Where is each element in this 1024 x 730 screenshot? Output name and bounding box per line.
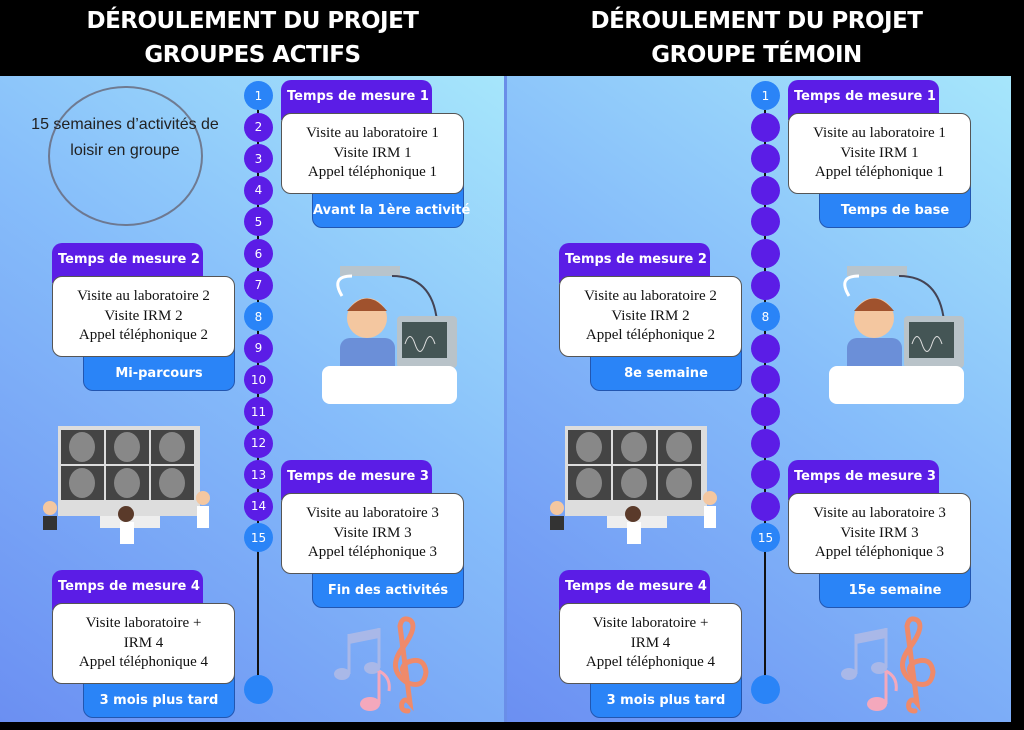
timeline-end-marker [244, 675, 273, 704]
eeg-patient-illustration [829, 266, 964, 406]
card-details: Visite au laboratoire 1 Visite IRM 1 Appel… [788, 113, 971, 194]
card-line: Appel téléphonique 2 [78, 327, 209, 343]
week-marker: 14 [244, 491, 273, 521]
week-marker [751, 365, 780, 395]
mri-screen-illustration [547, 426, 722, 556]
week-marker: 11 [244, 397, 273, 426]
week-marker: 7 [244, 270, 273, 300]
card-line: Visite IRM 3 [840, 524, 919, 541]
week-marker: 12 [244, 428, 273, 458]
card-line: Visite IRM 1 [840, 144, 919, 161]
week-marker: 8 [751, 302, 780, 332]
card-line: Appel téléphonique 1 [307, 164, 438, 180]
week-marker [751, 333, 780, 363]
week-marker [751, 207, 780, 237]
week-marker: 15 [751, 523, 780, 553]
week-marker: 6 [244, 239, 273, 268]
card-line: Appel téléphonique 3 [814, 544, 945, 560]
card-line: Visite laboratoire + [85, 615, 202, 631]
card-line: Visite au laboratoire 3 [813, 505, 946, 521]
week-marker: 1 [244, 81, 273, 110]
music-notes-icon [330, 616, 440, 716]
week-marker [751, 491, 780, 521]
week-marker [751, 428, 780, 458]
card-line: Appel téléphonique 4 [585, 654, 716, 670]
card-line: Appel téléphonique 2 [585, 327, 716, 343]
week-marker [751, 175, 780, 205]
eeg-patient-illustration [322, 266, 457, 406]
week-marker [751, 112, 780, 142]
panel-header: DÉROULEMENT DU PROJET GROUPE TÉMOIN [504, 0, 1009, 76]
timeline-panel: 15 semaines d’activités de loisir en gro… [0, 76, 504, 722]
card-details: Visite au laboratoire 3 Visite IRM 3 Appel… [281, 493, 464, 574]
week-marker [751, 460, 780, 490]
card-details: Visite au laboratoire 2 Visite IRM 2 Appel… [52, 276, 235, 357]
title-line-2: GROUPES ACTIFS [144, 42, 361, 68]
week-marker [751, 239, 780, 268]
card-line: Visite au laboratoire 3 [306, 505, 439, 521]
week-marker: 15 [244, 523, 273, 553]
card-line: IRM 4 [123, 634, 164, 651]
card-details: Visite au laboratoire 1 Visite IRM 1 Appel… [281, 113, 464, 194]
title-line-1: DÉROULEMENT DU PROJET [590, 8, 923, 34]
title-line-1: DÉROULEMENT DU PROJET [86, 8, 419, 34]
week-marker: 5 [244, 207, 273, 237]
week-marker: 4 [244, 175, 273, 205]
scribble-circle [48, 86, 203, 226]
card-line: Visite IRM 2 [104, 307, 183, 324]
timeline-end-marker [751, 675, 780, 704]
week-marker: 8 [244, 302, 273, 332]
card-line: Visite au laboratoire 1 [306, 125, 439, 141]
week-marker [751, 270, 780, 300]
card-line: IRM 4 [630, 634, 671, 651]
title-line-2: GROUPE TÉMOIN [651, 42, 862, 68]
week-marker [751, 144, 780, 174]
card-line: Appel téléphonique 3 [307, 544, 438, 560]
week-marker [751, 397, 780, 426]
card-line: Visite IRM 1 [333, 144, 412, 161]
mri-screen-illustration [40, 426, 215, 556]
panel-divider [504, 76, 507, 722]
card-line: Appel téléphonique 4 [78, 654, 209, 670]
card-line: Visite IRM 2 [611, 307, 690, 324]
week-marker: 1 [751, 81, 780, 110]
week-marker: 13 [244, 460, 273, 490]
card-details: Visite au laboratoire 3 Visite IRM 3 Appel… [788, 493, 971, 574]
week-marker: 3 [244, 144, 273, 174]
card-line: Visite au laboratoire 2 [584, 288, 717, 304]
week-marker: 9 [244, 333, 273, 363]
activity-duration-note: 15 semaines d’activités de loisir en gro… [31, 116, 219, 159]
card-line: Appel téléphonique 1 [814, 164, 945, 180]
card-line: Visite laboratoire + [592, 615, 709, 631]
card-details: Visite au laboratoire 2 Visite IRM 2 Appel… [559, 276, 742, 357]
week-marker: 2 [244, 112, 273, 142]
card-line: Visite au laboratoire 1 [813, 125, 946, 141]
panel-header: DÉROULEMENT DU PROJET GROUPES ACTIFS [0, 0, 505, 76]
card-line: Visite au laboratoire 2 [77, 288, 210, 304]
card-details: Visite laboratoire + IRM 4 Appel téléphoni… [559, 603, 742, 684]
card-details: Visite laboratoire + IRM 4 Appel téléphoni… [52, 603, 235, 684]
card-line: Visite IRM 3 [333, 524, 412, 541]
music-notes-icon [837, 616, 947, 716]
week-marker: 10 [244, 365, 273, 395]
